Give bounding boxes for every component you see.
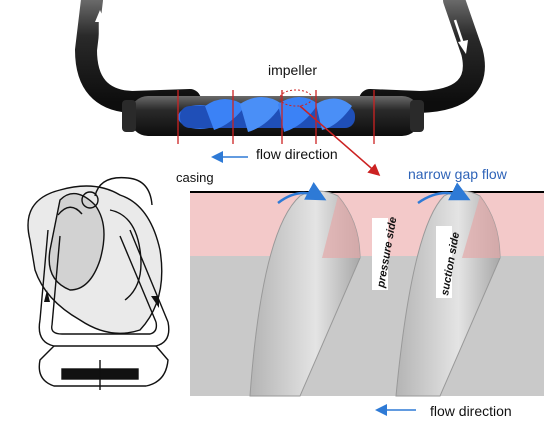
tube-arrow-down-icon [453, 19, 468, 54]
zoom-pointer-arrow [299, 105, 381, 176]
casing-label: casing [176, 170, 214, 185]
impeller [178, 89, 355, 132]
gap-flow-arrow-left-icon [277, 182, 327, 204]
section-guide-lines [177, 90, 375, 144]
tube-arrow-up-icon [95, 10, 105, 40]
narrow-gap-flow-label: narrow gap flow [408, 166, 507, 182]
heart-flow-arrow-down-icon [151, 296, 159, 308]
impeller-label: impeller [268, 62, 318, 78]
gap-flow-arrow-right-icon [417, 182, 471, 205]
heart-illustration [27, 176, 170, 390]
flow-direction-top-label: flow direction [256, 146, 338, 162]
gap-detail [190, 190, 544, 397]
flow-direction-bottom-label: flow direction [430, 403, 512, 419]
heart-flow-arrow-up-icon [44, 290, 50, 302]
